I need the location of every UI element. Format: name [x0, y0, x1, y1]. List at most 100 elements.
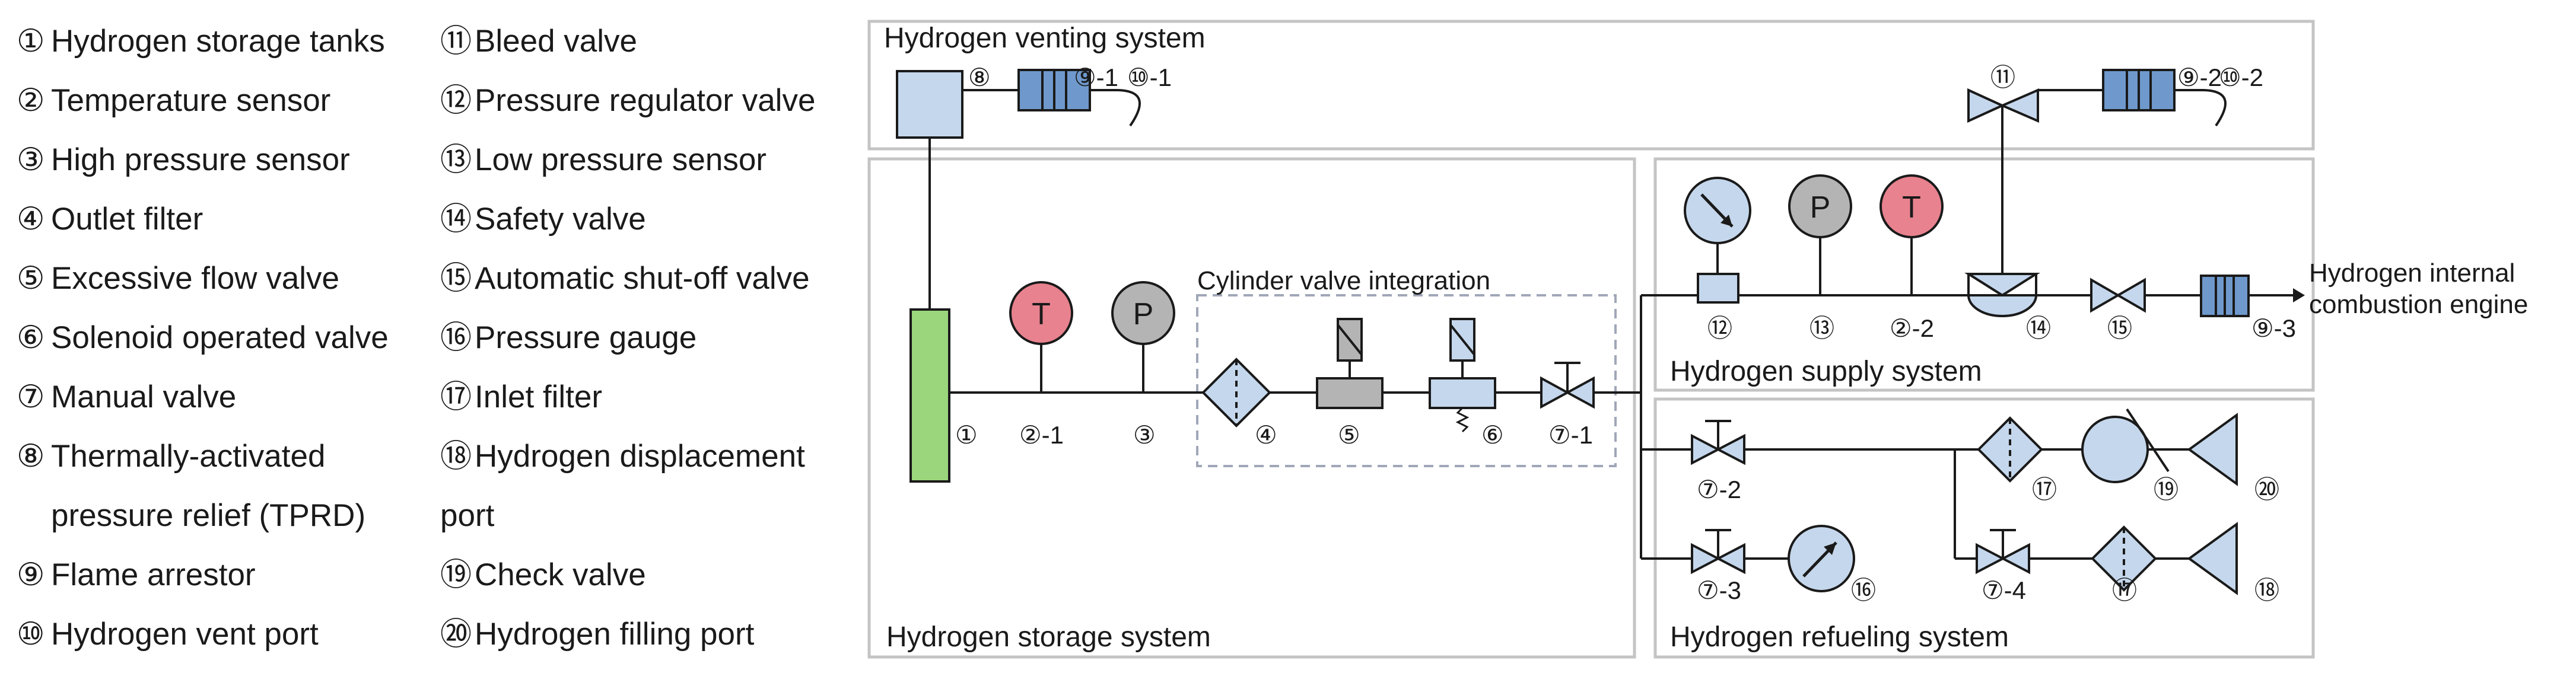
displacement-port-icon — [2187, 522, 2238, 595]
tag-displacement-port: ⑱ — [2254, 576, 2279, 604]
legend-label: Low pressure sensor — [475, 142, 767, 177]
low-pressure-sensor-icon — [1788, 174, 1852, 238]
tag-low-pressure-sensor: ⑬ — [1809, 314, 1834, 342]
legend-label: High pressure sensor — [51, 142, 350, 177]
pressure-regulator-valve-icon — [1697, 273, 1739, 304]
tag-manual-valve-2: ⑦-2 — [1697, 476, 1741, 503]
pressure-gauge-icon — [1684, 177, 1751, 274]
output-label-line-2: combustion engine — [2309, 290, 2528, 319]
legend-item-check-valve: ⑲Check valve — [440, 557, 646, 593]
excessive-flow-valve-icon — [1316, 318, 1384, 409]
tag-flame-arrestor-3: ⑨-3 — [2251, 314, 2296, 342]
inlet-filter-icon — [2091, 525, 2157, 592]
legend-number: ⑥ — [17, 320, 45, 355]
cylinder-valve-title: Cylinder valve integration — [1197, 266, 1490, 295]
tag-high-pressure-sensor: ③ — [1133, 421, 1156, 449]
temperature-sensor-letter: T — [1902, 190, 1921, 225]
legend-label: Hydrogen filling port — [475, 617, 755, 652]
legend-item-hydrogen-displacement-port-continued: port — [440, 498, 494, 534]
refueling-system-title: Hydrogen refueling system — [1670, 621, 2009, 653]
legend-label: port — [440, 498, 495, 533]
tag-vent-port-2: ⑩-2 — [2219, 63, 2263, 91]
solenoid-valve-icon — [1429, 318, 1496, 433]
tag-manual-valve-3: ⑦-3 — [1697, 576, 1741, 604]
cylinder-valve-box — [1196, 294, 1617, 467]
tag-solenoid-valve: ⑥ — [1481, 421, 1504, 449]
bleed-valve-icon — [1967, 88, 2039, 123]
legend-item-bleed-valve: ⑪Bleed valve — [440, 24, 637, 59]
legend-label: pressure relief (TPRD) — [51, 498, 366, 533]
legend-number: ④ — [17, 202, 45, 237]
vent-port-icon — [2174, 89, 2227, 127]
legend-number: ⑦ — [17, 379, 45, 414]
check-valve-icon — [2081, 408, 2170, 483]
legend-number: ⑰ — [440, 379, 472, 414]
tag-check-valve: ⑲ — [2154, 476, 2179, 503]
pressure-gauge-icon — [1788, 525, 1855, 592]
hydrogen-tank-icon — [909, 308, 950, 483]
legend-label: Thermally-activated — [51, 439, 326, 474]
low-pressure-sensor-letter: P — [1810, 190, 1831, 225]
legend-item-automatic-shut-off-valve: ⑮Automatic shut-off valve — [440, 261, 810, 296]
tprd-icon — [896, 70, 963, 139]
flame-arrestor-icon — [1017, 69, 1091, 111]
tag-inlet-filter-1: ⑰ — [2032, 476, 2057, 503]
outlet-filter-icon — [1201, 358, 1271, 428]
legend-item-low-pressure-sensor: ⑬Low pressure sensor — [440, 142, 767, 178]
manual-valve-icon — [1691, 529, 1745, 575]
pressure-sensor-letter: P — [1133, 297, 1154, 331]
manual-valve-icon — [1976, 529, 2030, 575]
legend-item-hydrogen-displacement-port: ⑱Hydrogen displacement — [440, 439, 805, 474]
legend-label: Excessive flow valve — [51, 261, 340, 296]
inlet-filter-icon — [1977, 416, 2043, 483]
tag-manual-valve-4: ⑦-4 — [1982, 576, 2026, 604]
supply-system-box — [1653, 157, 2315, 392]
temperature-sensor-letter: T — [1032, 297, 1051, 331]
legend-number: ③ — [17, 142, 45, 177]
filling-port-icon — [2187, 413, 2238, 486]
legend-label: Temperature sensor — [51, 83, 331, 118]
tag-vent-port-1: ⑩-1 — [1127, 63, 1172, 91]
safety-valve-icon — [1964, 273, 2040, 317]
arrow-head-icon — [2293, 288, 2305, 302]
legend-label: Flame arrestor — [51, 557, 256, 592]
legend-number: ⑫ — [440, 83, 472, 118]
legend-number: ⑭ — [440, 202, 472, 237]
flame-arrestor-icon — [2200, 275, 2250, 317]
legend-label: Bleed valve — [475, 24, 638, 59]
legend-label: Hydrogen storage tanks — [51, 24, 385, 59]
manual-valve-icon — [1540, 362, 1595, 409]
legend-number: ② — [17, 83, 45, 118]
tag-outlet-filter: ④ — [1255, 421, 1277, 449]
tag-pressure-gauge: ⑯ — [1851, 576, 1876, 604]
tag-filling-port: ⑳ — [2254, 476, 2279, 503]
tag-pressure-regulator: ⑫ — [1707, 314, 1732, 342]
tag-bleed-valve: ⑪ — [1990, 63, 2015, 91]
legend-number: ⑪ — [440, 24, 472, 59]
legend-item-inlet-filter: ⑰Inlet filter — [440, 379, 602, 415]
tag-tprd: ⑧ — [968, 63, 991, 91]
tag-inlet-filter-2: ⑰ — [2112, 576, 2137, 604]
tag-automatic-shut-off-valve: ⑮ — [2107, 314, 2132, 342]
legend-label: Pressure regulator valve — [475, 83, 816, 118]
storage-system-title: Hydrogen storage system — [886, 621, 1211, 653]
legend-label: Inlet filter — [475, 379, 603, 414]
legend-label: Automatic shut-off valve — [475, 261, 810, 296]
legend-item-pressure-regulator-valve: ⑫Pressure regulator valve — [440, 83, 815, 119]
storage-system-box — [867, 157, 1636, 659]
legend-number: ⑬ — [440, 142, 472, 177]
tag-excessive-flow-valve: ⑤ — [1338, 421, 1360, 449]
legend-label: Hydrogen displacement — [475, 439, 805, 474]
legend-item-safety-valve: ⑭Safety valve — [440, 202, 646, 237]
